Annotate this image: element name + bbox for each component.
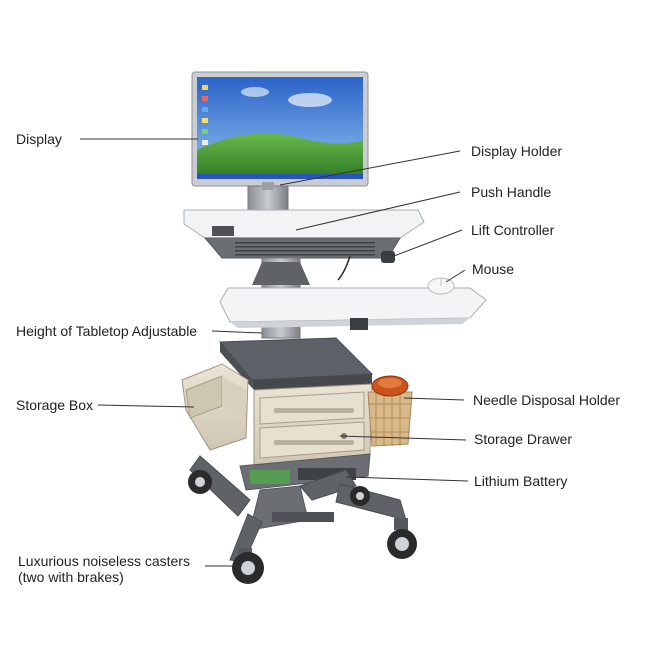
leader-lines: [80, 138, 469, 567]
leader-mouse: [445, 269, 466, 283]
keyboard-tray: [219, 287, 487, 330]
label-height-adjustable: Height of Tabletop Adjustable: [16, 323, 198, 339]
leader-height-adjustable: [211, 330, 263, 334]
label-storage-drawer: Storage Drawer: [474, 431, 573, 447]
leader-storage-box: [97, 404, 195, 408]
caster-rear-left: [188, 470, 212, 494]
leader-lift-controller: [393, 229, 463, 257]
label-display-holder: Display Holder: [471, 143, 563, 159]
caster-front-left: [232, 548, 264, 584]
label-casters-line1: Luxurious noiseless casters: [18, 553, 190, 569]
drawer-cabinet: [253, 383, 373, 467]
label-display: Display: [16, 131, 62, 147]
leader-needle-disposal: [403, 397, 465, 401]
caster-rear-right: [350, 486, 370, 506]
storage-box: [181, 363, 249, 451]
leader-display-holder: [279, 150, 461, 186]
mouse-device: [427, 277, 455, 295]
display-monitor: [191, 71, 369, 187]
label-push-handle: Push Handle: [471, 184, 552, 200]
caster-front-right: [387, 518, 417, 559]
label-lithium-battery: Lithium Battery: [474, 473, 568, 489]
lift-controller: [337, 251, 395, 281]
label-needle-disposal: Needle Disposal Holder: [473, 392, 621, 408]
label-mouse: Mouse: [472, 261, 515, 277]
push-handle-tray: [183, 209, 425, 259]
leader-push-handle: [295, 191, 461, 231]
display-holder: [247, 182, 289, 211]
label-storage-box: Storage Box: [16, 397, 94, 413]
leader-storage-drawer: [339, 435, 467, 441]
leader-lithium-battery: [345, 476, 469, 482]
label-lift-controller: Lift Controller: [471, 222, 555, 238]
label-casters-line2: (two with brakes): [18, 569, 124, 585]
needle-disposal-basket: [367, 375, 413, 447]
